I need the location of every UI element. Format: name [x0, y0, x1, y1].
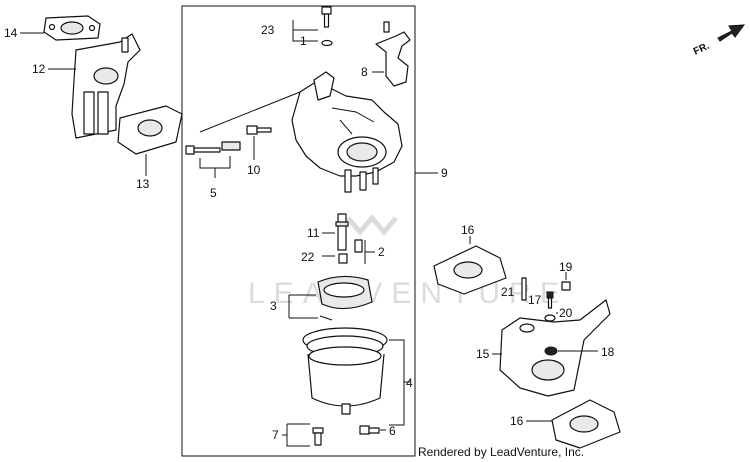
callout-5: 5: [210, 186, 217, 200]
callout-16-upper: 16: [461, 223, 475, 237]
screw-part-5[interactable]: [185, 141, 241, 155]
watermark: LEADVENTURE: [248, 214, 569, 310]
jet-part-22[interactable]: [338, 253, 348, 264]
gasket-part-14[interactable]: [43, 15, 101, 41]
screw-part-23[interactable]: [321, 6, 332, 28]
bolt-part-19[interactable]: [561, 281, 571, 291]
assembly-box: [181, 5, 416, 457]
callout-15: 15: [476, 347, 490, 361]
gasket-part-13[interactable]: [117, 105, 183, 155]
insulator-part-12[interactable]: [71, 33, 141, 139]
callout-17: 17: [528, 293, 542, 307]
callout-22: 22: [301, 250, 315, 264]
front-direction-arrow: FR.: [692, 24, 746, 58]
callout-9: 9: [441, 166, 448, 180]
jet-part-2[interactable]: [354, 239, 363, 253]
bolt-part-17[interactable]: [546, 291, 554, 309]
callout-8: 8: [361, 65, 368, 79]
washer-part-1[interactable]: [321, 39, 333, 47]
screw-part-6[interactable]: [359, 425, 380, 435]
callout-21: 21: [501, 285, 515, 299]
main-jet-part-11[interactable]: [335, 213, 349, 251]
washer-part-20[interactable]: [544, 314, 556, 322]
callout-14: 14: [4, 26, 18, 40]
pin-part-21[interactable]: [521, 277, 527, 301]
gasket-part-16-upper[interactable]: [433, 245, 507, 295]
callout-4: 4: [406, 376, 413, 390]
carburetor-body-part[interactable]: [291, 71, 403, 193]
callout-18: 18: [601, 345, 615, 359]
screw-part-10[interactable]: [246, 125, 272, 135]
callout-12: 12: [32, 62, 46, 76]
callout-11: 11: [307, 226, 320, 240]
float-bowl-part-4[interactable]: [302, 327, 388, 415]
bolt-part-7[interactable]: [312, 427, 324, 446]
float-part-3[interactable]: [317, 275, 373, 321]
callout-23: 23: [261, 23, 275, 37]
callout-10: 10: [247, 163, 261, 177]
callout-16-lower: 16: [510, 414, 524, 428]
callout-20: 20: [559, 306, 573, 320]
choke-lever-part-8[interactable]: [375, 21, 411, 87]
callout-2: 2: [378, 245, 385, 259]
callout-7: 7: [272, 428, 279, 442]
callout-6: 6: [389, 424, 396, 438]
callout-19: 19: [559, 260, 573, 274]
seal-part-18[interactable]: [544, 346, 558, 356]
credit-text: Rendered by LeadVenture, Inc.: [418, 445, 584, 459]
watermark-text: LEADVENTURE: [248, 277, 569, 310]
callout-3: 3: [270, 299, 277, 313]
gasket-part-16-lower[interactable]: [551, 399, 621, 449]
callout-13: 13: [136, 177, 150, 191]
callout-1: 1: [300, 34, 307, 48]
front-label: FR.: [692, 41, 711, 58]
